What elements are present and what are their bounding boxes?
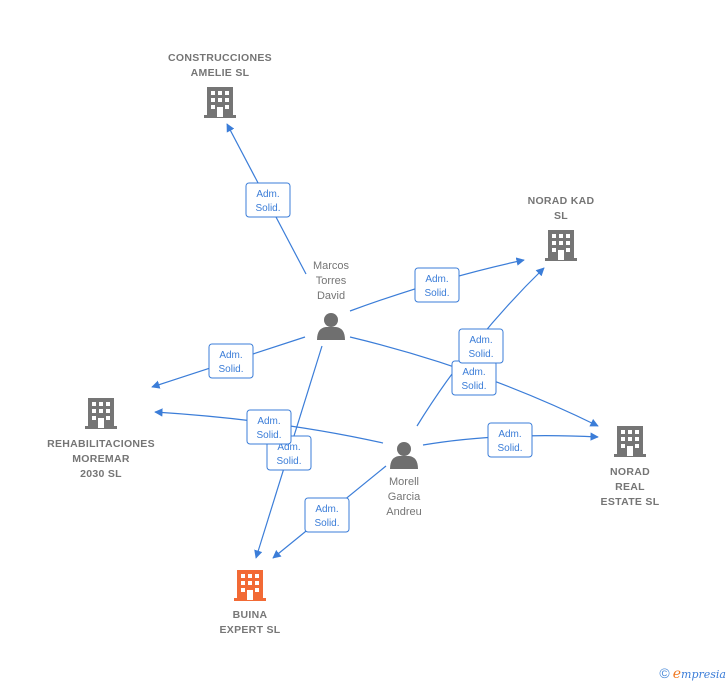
badge-label: Solid. (497, 443, 522, 454)
copyright-symbol: © (659, 665, 670, 681)
badge-label: Adm. (498, 429, 521, 440)
node-label[interactable]: Marcos (313, 260, 350, 272)
relation-badge-morell-norad_kad[interactable]: Adm. Solid. (458, 328, 504, 364)
company-node-rehabilitaciones[interactable]: REHABILITACIONES MOREMAR 2030 SL (47, 398, 155, 480)
node-label[interactable]: Torres (316, 275, 347, 287)
node-label[interactable]: Garcia (388, 491, 421, 503)
node-label[interactable]: SL (554, 210, 568, 222)
company-node-buina[interactable]: BUINA EXPERT SL (219, 570, 281, 636)
badge-label: Adm. (257, 416, 280, 427)
node-label[interactable]: ESTATE SL (601, 496, 660, 508)
node-label[interactable]: REHABILITACIONES (47, 438, 155, 450)
brand-initial: e (672, 666, 682, 682)
badge-label: Solid. (276, 456, 301, 467)
relation-badge-marcos-construcciones[interactable]: Adm. Solid. (245, 182, 291, 218)
building-icon[interactable] (545, 230, 577, 261)
building-icon[interactable] (234, 570, 266, 601)
building-icon[interactable] (85, 398, 117, 429)
node-label[interactable]: MOREMAR (72, 453, 130, 465)
node-label[interactable]: REAL (615, 481, 645, 493)
node-label[interactable]: Andreu (386, 506, 421, 518)
company-node-norad_real[interactable]: NORAD REAL ESTATE SL (601, 426, 660, 508)
badge-label: Adm. (256, 189, 279, 200)
badge-box (245, 182, 291, 218)
company-node-norad_kad[interactable]: NORAD KAD SL (528, 195, 595, 261)
badge-label: Solid. (256, 430, 281, 441)
node-label[interactable]: AMELIE SL (191, 67, 250, 79)
badge-label: Adm. (219, 350, 242, 361)
relation-badge-morell-rehabilitaciones[interactable]: Adm. Solid. (246, 409, 292, 445)
badge-label: Solid. (314, 518, 339, 529)
empresia-brand[interactable]: ©empresia (659, 665, 726, 682)
building-icon[interactable] (204, 87, 236, 118)
badge-label: Solid. (424, 288, 449, 299)
node-label[interactable]: Morell (389, 476, 419, 488)
building-icon[interactable] (614, 426, 646, 457)
company-node-construcciones[interactable]: CONSTRUCCIONES AMELIE SL (168, 52, 272, 118)
badge-label: Solid. (468, 349, 493, 360)
relation-badge-marcos-norad_real[interactable]: Adm. Solid. (451, 360, 497, 396)
badge-box (246, 409, 292, 445)
badge-label: Adm. (425, 274, 448, 285)
relation-badge-morell-buina[interactable]: Adm. Solid. (304, 497, 350, 533)
brand-name: mpresia (681, 668, 726, 681)
badge-box (414, 267, 460, 303)
node-label[interactable]: CONSTRUCCIONES (168, 52, 272, 64)
person-icon[interactable] (390, 442, 418, 469)
badge-label: Solid. (255, 203, 280, 214)
relation-badge-marcos-norad_kad[interactable]: Adm. Solid. (414, 267, 460, 303)
node-label[interactable]: BUINA (233, 609, 268, 621)
badge-box (304, 497, 350, 533)
badge-label: Solid. (461, 381, 486, 392)
badge-box (458, 328, 504, 364)
badge-label: Adm. (462, 367, 485, 378)
relation-badge-marcos-rehabilitaciones[interactable]: Adm. Solid. (208, 343, 254, 379)
badge-box (208, 343, 254, 379)
relation-badges: Adm.Solid.Adm.Solid.Adm.Solid.Adm.Solid.… (208, 182, 533, 533)
node-label[interactable]: NORAD KAD (528, 195, 595, 207)
nodes: CONSTRUCCIONES AMELIE SL NORAD KAD SL REHABI… (47, 52, 660, 636)
node-label[interactable]: NORAD (610, 466, 650, 478)
badge-box (487, 422, 533, 458)
node-label[interactable]: 2030 SL (80, 468, 122, 480)
node-label[interactable]: David (317, 290, 345, 302)
badge-label: Adm. (469, 335, 492, 346)
badge-label: Adm. (277, 442, 300, 453)
badge-label: Solid. (218, 364, 243, 375)
badge-label: Adm. (315, 504, 338, 515)
node-label[interactable]: EXPERT SL (219, 624, 280, 636)
person-icon[interactable] (317, 313, 345, 340)
relation-badge-morell-norad_real[interactable]: Adm. Solid. (487, 422, 533, 458)
edges (151, 123, 599, 559)
